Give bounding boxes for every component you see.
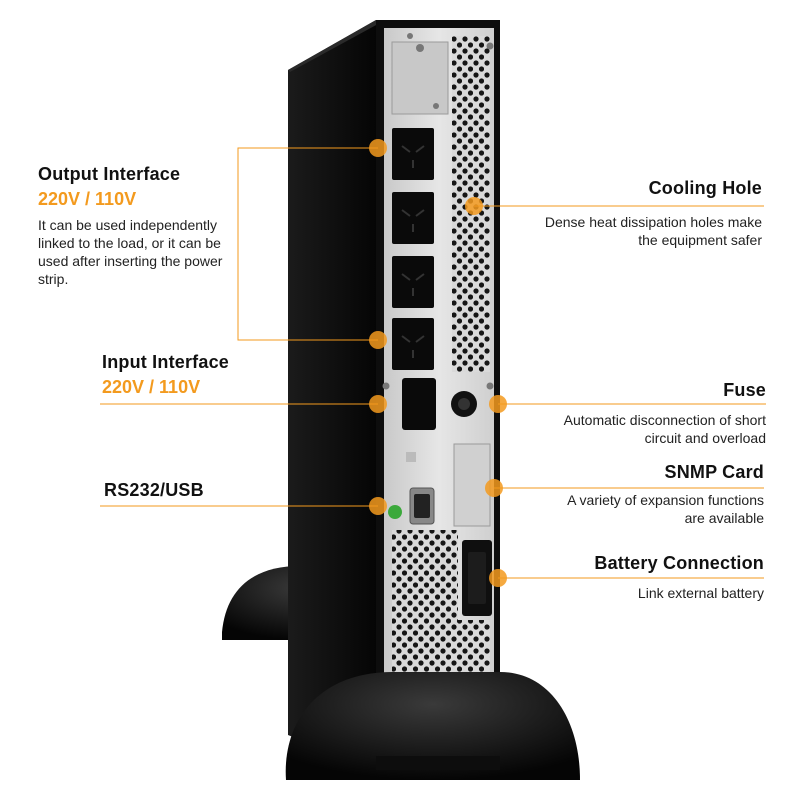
rs232-usb-callout: RS232/USB [104,480,304,501]
input-interface-voltage: 220V / 110V [102,377,201,397]
cooling-hole-description-line1: Dense heat dissipation holes make [544,214,762,230]
fuse-callout: Fuse Automatic disconnection of short ci… [506,380,766,447]
cooling-hole-title: Cooling Hole [648,178,762,198]
input-interface-title: Input Interface [102,352,230,372]
output-interface-title: Output Interface [38,164,181,184]
battery-connection-title: Battery Connection [594,553,764,573]
output-interface-description: It can be used independently linked to t… [38,217,223,287]
fuse-description-line2: circuit and overload [644,430,766,446]
input-interface-callout: Input Interface 220V / 110V [102,352,302,398]
cooling-hole-description-line2: the equipment safer [638,232,762,248]
output-interface-voltage: 220V / 110V [38,189,137,209]
output-sockets [392,128,434,370]
cooling-holes-lower [392,530,458,620]
callout-lines [100,147,766,579]
snmp-slot [453,443,491,527]
output-interface-callout: Output Interface 220V / 110V It can be u… [38,164,238,288]
top-cover-plate [391,41,449,115]
snmp-card-callout: SNMP Card A variety of expansion functio… [504,462,764,527]
fuse-title: Fuse [723,380,766,400]
rs232-usb-title: RS232/USB [104,480,204,500]
fuse-description-line1: Automatic disconnection of short [563,412,766,428]
battery-connection-description: Link external battery [637,585,764,601]
battery-connection-callout: Battery Connection Link external battery [504,553,764,602]
callout-markers [369,139,507,587]
ups-side-panel [288,20,376,770]
snmp-card-description-line1: A variety of expansion functions [567,492,764,508]
input-socket [402,378,436,430]
cooling-hole-callout: Cooling Hole Dense heat dissipation hole… [502,178,762,249]
snmp-card-description-line2: are available [684,510,764,526]
snmp-card-title: SNMP Card [664,462,764,482]
front-stand-foot [285,672,580,780]
